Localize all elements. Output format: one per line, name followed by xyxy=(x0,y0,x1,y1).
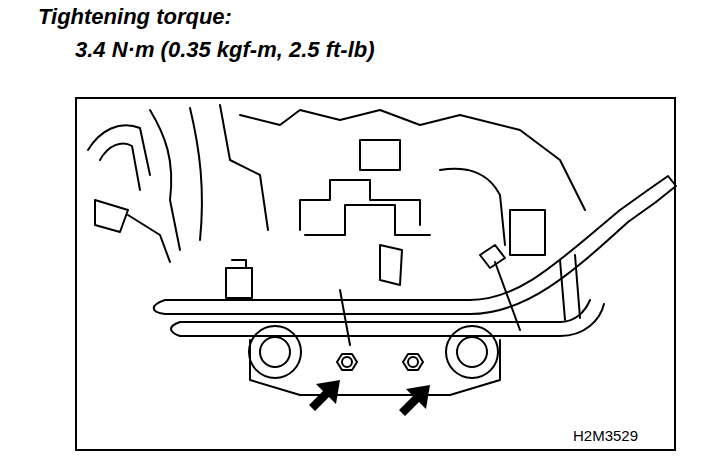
engine-linework xyxy=(88,105,676,395)
figure-frame xyxy=(76,98,675,450)
torque-value: 3.4 N·m (0.35 kgf-m, 2.5 ft-lb) xyxy=(75,37,375,62)
heading: Tightening torque: xyxy=(38,4,232,29)
figure-code: H2M3529 xyxy=(571,427,640,444)
pointer-arrows xyxy=(309,380,430,416)
